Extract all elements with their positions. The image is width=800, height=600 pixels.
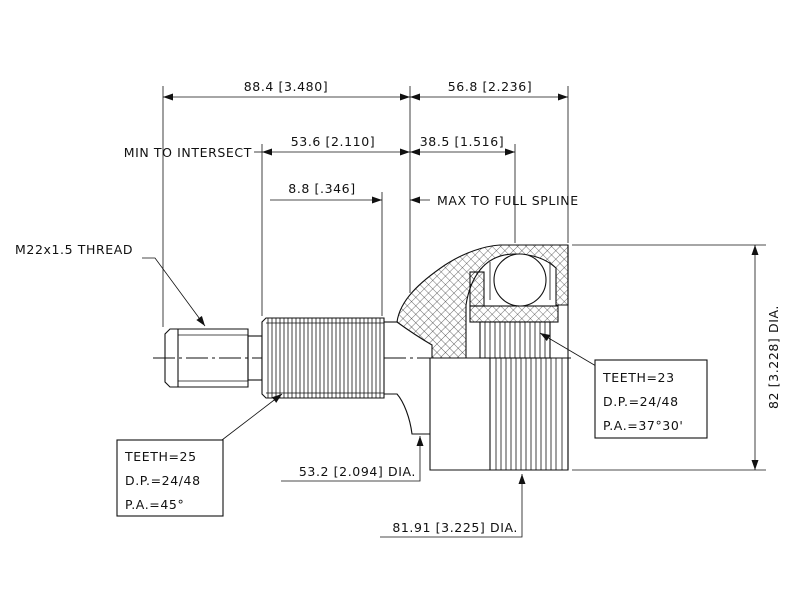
max-to-full-spline-label: MAX TO FULL SPLINE	[437, 193, 579, 208]
outer-spline-leader	[221, 393, 283, 441]
inner-spline-dp: D.P.=24/48	[603, 394, 679, 409]
outer-spline-shaft	[261, 317, 430, 435]
dim-text-intersect-to-ball: 38.5 [1.516]	[420, 134, 505, 149]
bore-spline-lines	[484, 322, 546, 358]
dim-text-intersect-to-end: 56.8 [2.236]	[448, 79, 533, 94]
seal-dia-leader	[281, 436, 424, 482]
inner-race-section	[469, 305, 559, 323]
outer-spline-teeth: TEETH=25	[124, 449, 197, 464]
thread-section	[164, 328, 249, 388]
cage-section	[469, 271, 485, 307]
dimension-lines	[163, 93, 759, 470]
housing-body-dia-leader	[380, 474, 526, 538]
inner-spline-teeth: TEETH=23	[602, 370, 675, 385]
housing-shading-lines	[495, 358, 557, 470]
housing-lower-outline	[429, 357, 569, 471]
dim-text-spline-to-intersect: 53.6 [2.110]	[291, 134, 376, 149]
extension-lines	[162, 86, 766, 471]
ball	[493, 253, 547, 307]
spline-teeth-lines	[267, 318, 381, 398]
leaders	[142, 257, 597, 538]
housing-lower-half	[429, 357, 569, 471]
dim-text-housing-outer-dia: 82 [3.228] DIA.	[766, 305, 781, 409]
dim-text-housing-body-dia: 81.91 [3.225] DIA.	[392, 520, 518, 535]
dim-text-seal-seat-dia: 53.2 [2.094] DIA.	[299, 464, 416, 479]
thread-leader	[142, 257, 206, 327]
inner-spline-pa: P.A.=37°30'	[603, 418, 683, 433]
outer-spline-spec-box	[116, 439, 224, 517]
outer-spline-pa: P.A.=45°	[125, 497, 184, 512]
min-to-intersect-label: MIN TO INTERSECT	[124, 145, 252, 160]
inner-spline-leader	[539, 332, 597, 367]
inner-spline-spec-box	[594, 359, 708, 439]
dim-text-shaft-to-intersect: 88.4 [3.480]	[244, 79, 329, 94]
housing-upper-section	[396, 244, 569, 470]
spline-section	[261, 317, 385, 399]
outer-spline-dp: D.P.=24/48	[125, 473, 201, 488]
shaft-neck-lower	[384, 393, 430, 435]
thread-spec-label: M22x1.5 THREAD	[15, 242, 133, 257]
dim-text-full-spline-offset: 8.8 [.346]	[288, 181, 355, 196]
